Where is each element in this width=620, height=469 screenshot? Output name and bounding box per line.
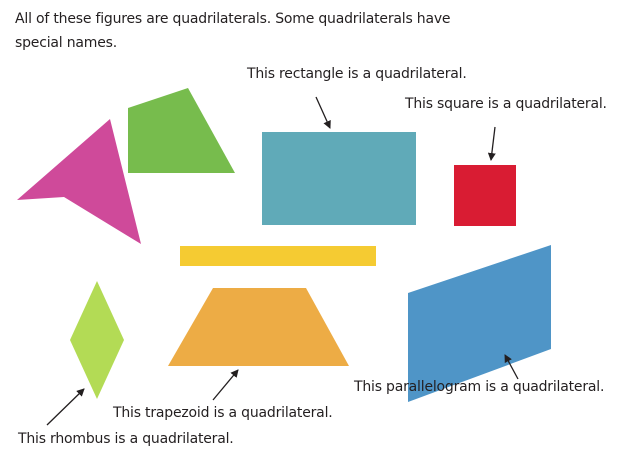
square-arrow <box>487 126 496 161</box>
rhombus-shape <box>70 281 124 399</box>
trapezoid-shape <box>168 288 349 366</box>
rectangle-arrow <box>315 96 331 129</box>
rhombus-arrow <box>46 388 85 426</box>
trapezoid-label: This trapezoid is a quadrilateral. <box>113 405 333 421</box>
rectangle-shape <box>262 132 416 225</box>
rectangle-label: This rectangle is a quadrilateral. <box>247 66 467 82</box>
square-shape <box>454 165 516 226</box>
square-label: This square is a quadrilateral. <box>405 96 607 112</box>
parallelogram-shape <box>408 245 551 402</box>
green-quadrilateral <box>128 88 235 173</box>
trapezoid-arrow <box>212 369 239 401</box>
parallelogram-arrow <box>504 354 519 380</box>
intro-line-1: All of these figures are quadrilaterals.… <box>15 11 451 27</box>
yellow-bar-shape <box>180 246 376 266</box>
dart-shape <box>17 119 141 244</box>
rhombus-label: This rhombus is a quadrilateral. <box>18 431 234 447</box>
parallelogram-label: This parallelogram is a quadrilateral. <box>354 379 605 395</box>
intro-line-2: special names. <box>15 35 117 51</box>
